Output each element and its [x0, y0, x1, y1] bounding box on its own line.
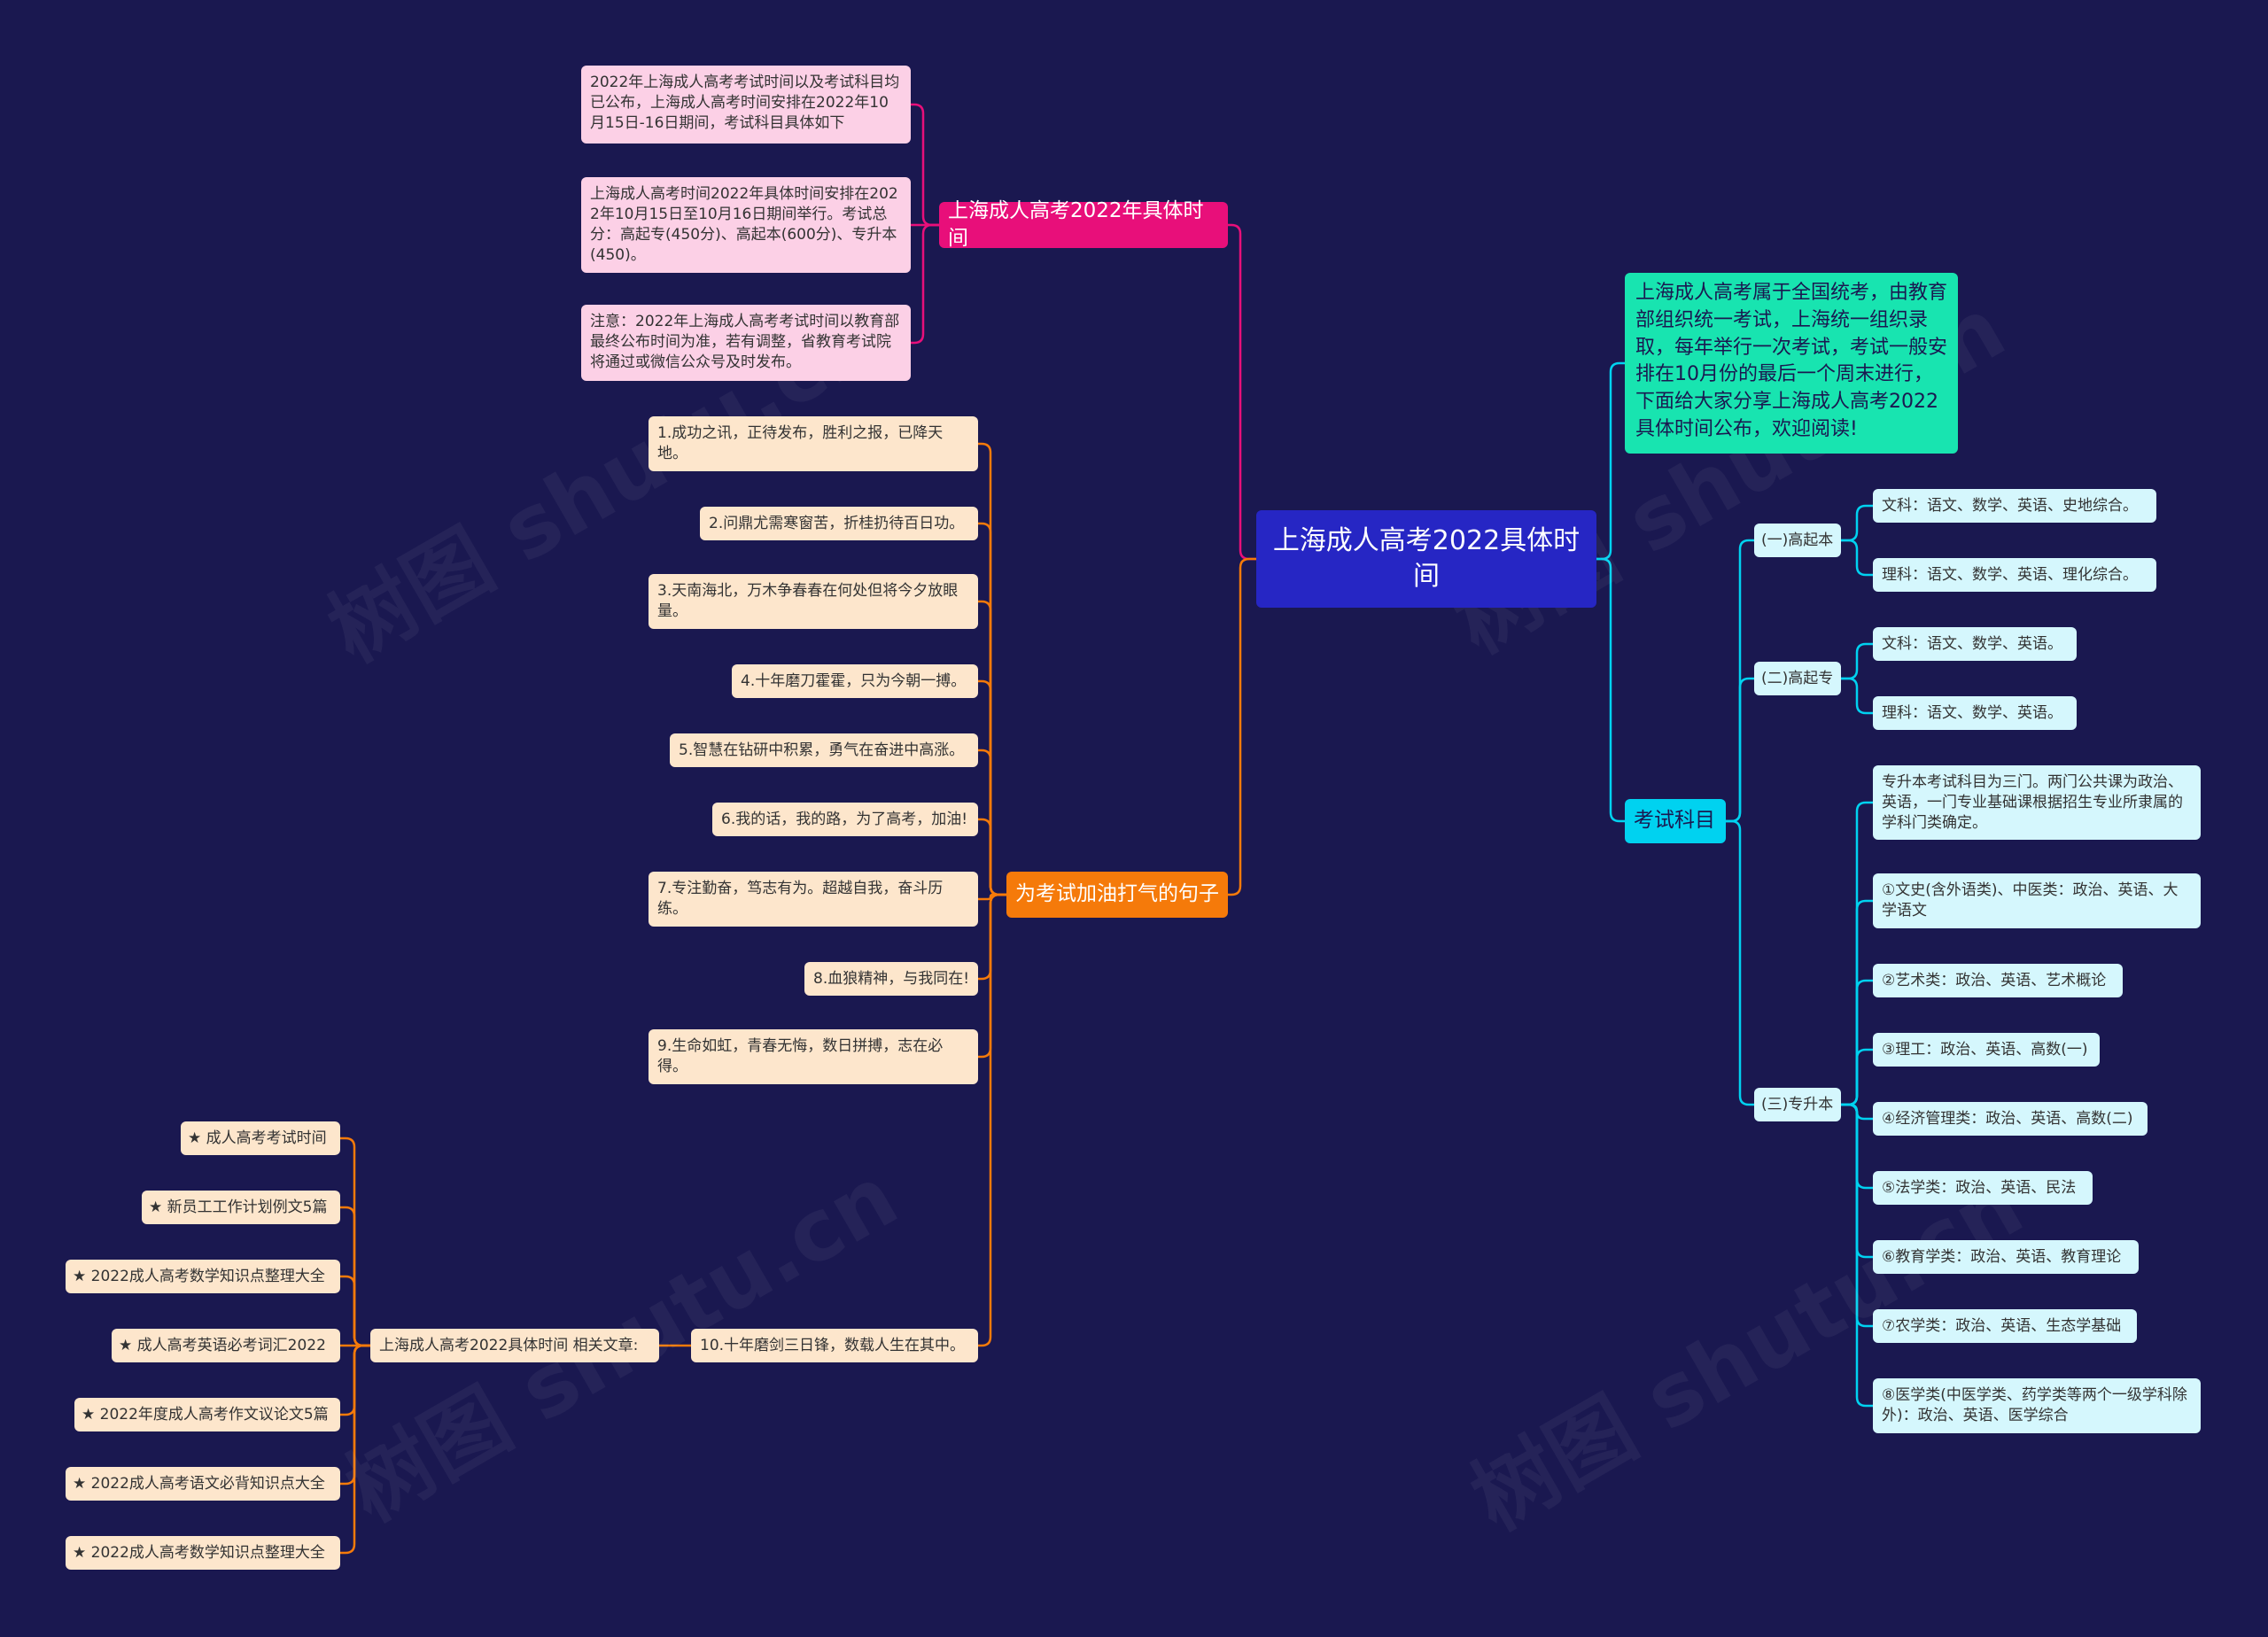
- time-note[interactable]: 注意：2022年上海成人高考考试时间以教育部最终公布时间为准，若有调整，省教育考…: [581, 305, 911, 381]
- subject-item[interactable]: ⑦农学类：政治、英语、生态学基础: [1873, 1309, 2137, 1343]
- subject-group-gaoqiben[interactable]: (一)高起本: [1754, 524, 1841, 557]
- quote-item[interactable]: 10.十年磨剑三日锋，数载人生在其中。: [691, 1329, 978, 1362]
- subject-item[interactable]: ①文史(含外语类)、中医类：政治、英语、大学语文: [1873, 873, 2201, 928]
- connector-line: [978, 522, 1006, 896]
- connector-line: [1841, 1103, 1873, 1408]
- time-note[interactable]: 2022年上海成人高考考试时间以及考试科目均已公布，上海成人高考时间安排在202…: [581, 66, 911, 144]
- branch-exam-subjects[interactable]: 考试科目: [1625, 799, 1726, 843]
- connector-line: [978, 749, 1006, 896]
- quote-item[interactable]: 4.十年磨刀霍霍，只为今朝一搏。: [732, 664, 978, 698]
- connector-line: [978, 679, 1006, 896]
- subject-item[interactable]: ⑥教育学类：政治、英语、教育理论: [1873, 1240, 2139, 1274]
- time-note[interactable]: 上海成人高考时间2022年具体时间安排在2022年10月15日至10月16日期间…: [581, 177, 911, 273]
- branch-exam-time[interactable]: 上海成人高考2022年具体时间: [939, 199, 1228, 250]
- branch-cheer-quotes[interactable]: 为考试加油打气的句子: [1006, 872, 1228, 918]
- quote-item[interactable]: 2.问鼎尤需寒窗苦，折桂扔待百日功。: [700, 507, 978, 540]
- related-article-link[interactable]: ★ 2022成人高考语文必背知识点大全: [66, 1467, 340, 1501]
- connector-line: [911, 103, 939, 227]
- connector-line: [1726, 677, 1754, 823]
- subject-item[interactable]: 理科：语文、数学、英语、理化综合。: [1873, 558, 2156, 592]
- related-article-link[interactable]: ★ 2022成人高考数学知识点整理大全: [66, 1260, 340, 1293]
- connector-line: [1841, 642, 1873, 680]
- subject-item[interactable]: ⑤法学类：政治、英语、民法: [1873, 1171, 2093, 1205]
- quote-item[interactable]: 7.专注勤奋，笃志有为。超越自我，奋斗历练。: [649, 872, 978, 927]
- subject-group-zhuanshengben[interactable]: (三)专升本: [1754, 1088, 1841, 1121]
- quote-item[interactable]: 6.我的话，我的路，为了高考，加油!: [712, 803, 978, 836]
- connector-line: [1841, 539, 1873, 577]
- connector-line: [1596, 361, 1625, 561]
- connector-line: [978, 893, 1006, 1347]
- quote-item[interactable]: 9.生命如虹，青春无悔，数日拼搏，志在必得。: [649, 1029, 978, 1084]
- subject-item[interactable]: ②艺术类：政治、英语、艺术概论: [1873, 964, 2123, 997]
- connector-line: [1596, 557, 1625, 823]
- related-article-link[interactable]: ★ 成人高考考试时间: [181, 1121, 340, 1155]
- related-article-link[interactable]: ★ 新员工工作计划例文5篇: [142, 1191, 340, 1224]
- connector-line: [1726, 819, 1754, 1106]
- root-topic[interactable]: 上海成人高考2022具体时间: [1256, 510, 1596, 608]
- connector-line: [978, 442, 1006, 896]
- connector-line: [978, 893, 1006, 901]
- connector-line: [1228, 557, 1256, 896]
- connector-line: [1841, 677, 1873, 715]
- quote-item[interactable]: 8.血狼精神，与我同在!: [804, 962, 978, 996]
- quote-item[interactable]: 3.天南海北，万木争春春在何处但将今夕放眼量。: [649, 574, 978, 629]
- connector-line: [1228, 223, 1256, 561]
- related-article-link[interactable]: ★ 2022成人高考数学知识点整理大全: [66, 1536, 340, 1570]
- subject-item[interactable]: 理科：语文、数学、英语。: [1873, 696, 2077, 730]
- intro-summary[interactable]: 上海成人高考属于全国统考，由教育部组织统一考试，上海统一组织录取，每年举行一次考…: [1625, 273, 1958, 454]
- related-articles-label[interactable]: 上海成人高考2022具体时间 相关文章:: [370, 1329, 659, 1362]
- connector-line: [978, 893, 1006, 981]
- connector-line: [911, 223, 939, 345]
- connector-line: [1841, 504, 1873, 542]
- connector-line: [978, 600, 1006, 896]
- quote-item[interactable]: 1.成功之讯，正待发布，胜利之报，已降天地。: [649, 416, 978, 471]
- subject-item[interactable]: ⑧医学类(中医学类、药学类等两个一级学科除外)：政治、英语、医学综合: [1873, 1378, 2201, 1433]
- connector-line: [978, 818, 1006, 896]
- subject-item[interactable]: 文科：语文、数学、英语、史地综合。: [1873, 489, 2156, 523]
- related-article-link[interactable]: ★ 2022年度成人高考作文议论文5篇: [74, 1398, 340, 1431]
- connector-line: [340, 1275, 370, 1347]
- quote-item[interactable]: 5.智慧在钻研中积累，勇气在奋进中高涨。: [670, 733, 978, 767]
- connector-line: [340, 1344, 370, 1555]
- subject-item[interactable]: ③理工：政治、英语、高数(一): [1873, 1033, 2100, 1067]
- subject-item[interactable]: 文科：语文、数学、英语。: [1873, 627, 2077, 661]
- connector-line: [1841, 1048, 1873, 1106]
- connector-line: [978, 893, 1006, 1059]
- subject-item[interactable]: 专升本考试科目为三门。两门公共课为政治、英语，一门专业基础课根据招生专业所隶属的…: [1873, 765, 2201, 840]
- subject-group-gaoqizhuan[interactable]: (二)高起专: [1754, 662, 1841, 695]
- subject-item[interactable]: ④经济管理类：政治、英语、高数(二): [1873, 1102, 2148, 1136]
- related-article-link[interactable]: ★ 成人高考英语必考词汇2022: [112, 1329, 340, 1362]
